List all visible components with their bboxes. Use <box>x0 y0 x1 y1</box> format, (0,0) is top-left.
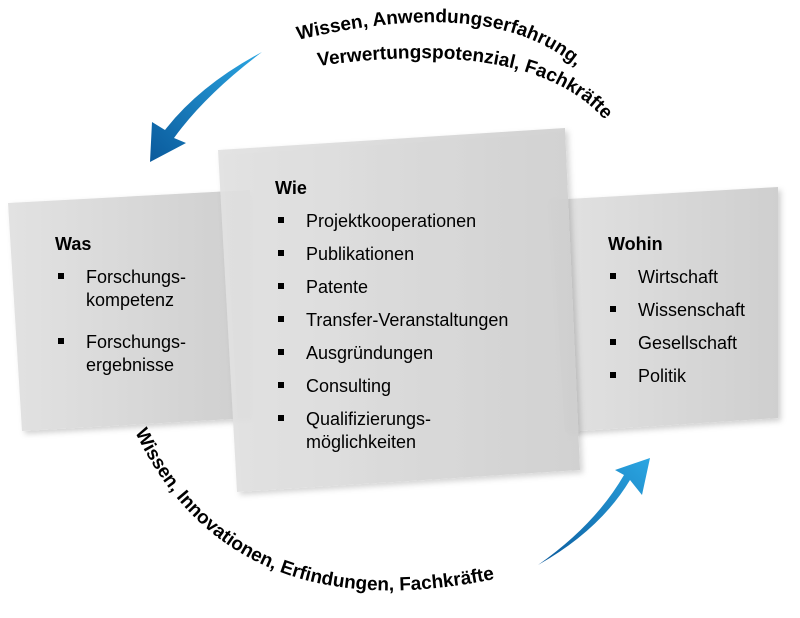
list-item: Gesellschaft <box>638 333 737 353</box>
bullet-icon <box>610 372 616 378</box>
list-item: Politik <box>638 366 687 386</box>
bullet-icon <box>278 382 284 388</box>
bullet-icon <box>610 339 616 345</box>
box-title: Wohin <box>608 234 663 254</box>
bullet-icon <box>278 415 284 421</box>
bullet-icon <box>278 349 284 355</box>
wie-content: WieProjektkooperationenPublikationenPate… <box>275 178 508 452</box>
list-item: Forschungs-kompetenz <box>86 267 186 310</box>
list-item: Transfer-Veranstaltungen <box>306 310 508 330</box>
list-item: Patente <box>306 277 368 297</box>
bullet-icon <box>58 338 64 344</box>
bullet-icon <box>58 273 64 279</box>
list-item: Qualifizierungs-möglichkeiten <box>306 409 431 452</box>
list-item: Consulting <box>306 376 391 396</box>
bullet-icon <box>610 306 616 312</box>
list-item: Publikationen <box>306 244 414 264</box>
wie-box <box>218 128 580 492</box>
bullet-icon <box>278 250 284 256</box>
bullet-icon <box>278 316 284 322</box>
list-item: Wissenschaft <box>638 300 745 320</box>
was-box <box>8 190 250 431</box>
list-item: Projektkooperationen <box>306 211 476 231</box>
bullet-icon <box>610 273 616 279</box>
wohin-content: WohinWirtschaftWissenschaftGesellschaftP… <box>608 234 745 386</box>
arrow-top-icon <box>150 52 262 162</box>
list-item: Ausgründungen <box>306 343 433 363</box>
bullet-icon <box>278 283 284 289</box>
wohin-box <box>550 187 778 432</box>
bullet-icon <box>278 217 284 223</box>
box-title: Was <box>55 234 91 254</box>
box-title: Wie <box>275 178 307 198</box>
was-content: WasForschungs-kompetenzForschungs-ergebn… <box>55 234 186 375</box>
list-item: Forschungs-ergebnisse <box>86 332 186 375</box>
arrow-bottom-icon <box>538 458 650 565</box>
list-item: Wirtschaft <box>638 267 718 287</box>
